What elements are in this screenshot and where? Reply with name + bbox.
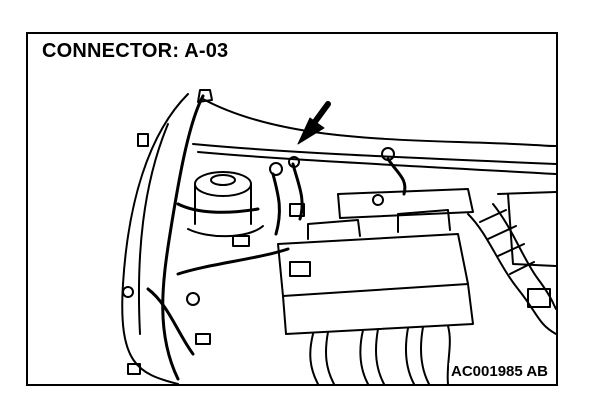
- left-fender-inner: [137, 123, 169, 335]
- cowl-panel: [192, 143, 556, 165]
- relay-box: [277, 209, 474, 335]
- diagram-title: CONNECTOR: A-03: [40, 40, 231, 63]
- diagram-frame: CONNECTOR: A-03: [26, 32, 558, 386]
- hood-edge: [202, 98, 556, 147]
- engine-bay-illustration: [121, 89, 556, 384]
- intake-manifold: [309, 325, 451, 384]
- cowl-panel-lower: [197, 151, 556, 175]
- air-hose: [467, 203, 556, 335]
- left-fender: [121, 93, 189, 384]
- right-components: [337, 188, 556, 267]
- strut-tower: [187, 171, 264, 238]
- figure-code: AC001985 AB: [449, 363, 550, 380]
- connectors: [122, 89, 395, 375]
- wiring-harness: [146, 94, 407, 381]
- connector-arrow: [297, 101, 331, 145]
- connector-top: [197, 89, 213, 103]
